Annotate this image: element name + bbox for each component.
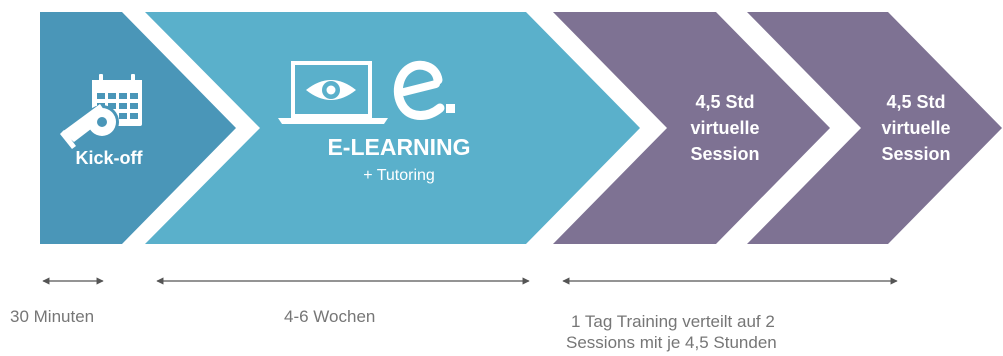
session2-line-2: virtuelle: [881, 118, 950, 138]
kickoff-label: Kick-off: [76, 148, 144, 168]
session1-chevron: [553, 12, 830, 244]
session1-line-1: 4,5 Std: [695, 92, 754, 112]
sessions-duration-line-2: Sessions mit je 4,5 Stunden: [566, 333, 777, 352]
session2-line-1: 4,5 Std: [886, 92, 945, 112]
whistle-icon: [60, 104, 119, 149]
elearning-duration-label: 4-6 Wochen: [284, 307, 376, 326]
kickoff-chevron: [40, 12, 236, 244]
elearning-chevron: [145, 12, 640, 244]
elearning-title: E-LEARNING: [327, 134, 470, 160]
session2-line-3: Session: [881, 144, 950, 164]
elearning-subtitle: + Tutoring: [363, 167, 435, 184]
session2-chevron: [747, 12, 1002, 244]
eye-laptop-icon: [278, 61, 388, 124]
session1-line-2: virtuelle: [690, 118, 759, 138]
sessions-duration-line-1: 1 Tag Training verteilt auf 2: [571, 312, 775, 331]
e-logo-icon: [393, 60, 455, 120]
session1-line-3: Session: [690, 144, 759, 164]
kickoff-duration-label: 30 Minuten: [10, 307, 95, 326]
